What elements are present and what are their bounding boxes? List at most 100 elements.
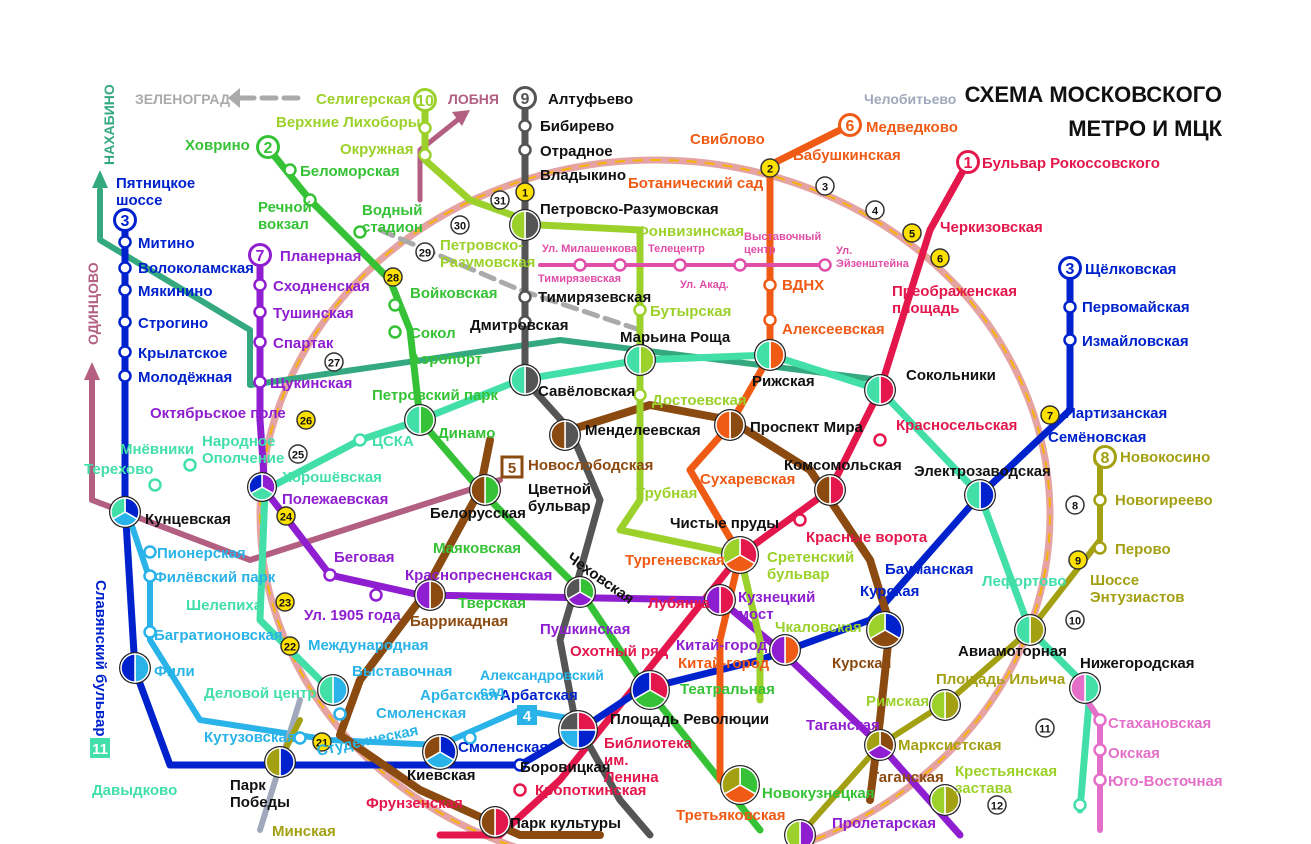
station-label-petrovsky-park: Петровский парк — [372, 387, 498, 404]
interchange-segment — [510, 365, 526, 395]
station-dot-l8 — [1093, 493, 1107, 507]
station-label-myakinino: Мякинино — [138, 283, 212, 300]
station-label-krasnoselskaya: Красносельская — [896, 417, 1017, 434]
interchange-segment — [566, 591, 594, 607]
station-label-line: Сретенский — [767, 549, 854, 566]
zelenograd-arrow — [228, 88, 240, 108]
station-dot-l3 — [118, 345, 132, 359]
mck-number-badge — [415, 242, 435, 262]
mck-number-label: 4 — [872, 206, 879, 218]
station-label-lobnya: ЛОБНЯ — [448, 91, 499, 107]
mck-number-badge — [324, 352, 344, 372]
station-label-savelovskaya: Савёловская — [538, 383, 635, 400]
station-dot-l3 — [118, 261, 132, 275]
station-label-khovrino: Ховрино — [185, 137, 250, 154]
station-label-marksistskaya: Марксистская — [898, 737, 1002, 754]
interchange-segment — [248, 473, 263, 495]
interchange-segment — [577, 711, 597, 731]
station-label-line: застава — [955, 780, 1013, 797]
interchange-segment — [111, 511, 139, 527]
line-l8 — [797, 457, 1103, 838]
mck-number-badge — [296, 410, 316, 430]
station-dot-l1 — [793, 513, 807, 527]
station-label-elektrozavodskaya: Электрозаводская — [914, 463, 1051, 480]
line-11-label: 11 — [92, 741, 108, 758]
interchange-segment — [865, 730, 881, 754]
station-dot-l4 — [143, 625, 157, 639]
station-label-babushkinskaya: Бабушкинская — [793, 147, 901, 164]
station-label-komsomolskaya: Комсомольская — [784, 457, 902, 474]
line-4-label: 4 — [523, 708, 532, 725]
interchange-segment — [799, 820, 815, 844]
interchange-segment — [332, 675, 348, 705]
station-label-novokuznetskaya: Новокузнецкая — [762, 785, 875, 802]
station-label-line: Победы — [230, 794, 290, 811]
interchange-segment — [869, 629, 901, 648]
station-dot-l4 — [333, 707, 347, 721]
interchange-segment — [979, 480, 995, 510]
station-dot-l15 — [1093, 713, 1107, 727]
station-label-spartak: Спартак — [273, 335, 334, 352]
station-label-nakhabino: НАХАБИНО — [101, 84, 117, 165]
mck-number-label: 28 — [387, 273, 399, 285]
station-label-medvedkovo: Медведково — [866, 119, 958, 136]
interchange-segment — [419, 405, 435, 435]
interchange-segment — [1015, 615, 1031, 645]
station-label-timiryazevskaya: Тимирязевская — [538, 289, 651, 306]
station-label-krasnopresnenskaya: Краснопресненская — [405, 567, 552, 584]
interchange-segment — [722, 537, 741, 565]
station-dot-l6 — [763, 278, 777, 292]
station-label-line: бульвар — [528, 498, 591, 515]
station-label-line: Преображенская — [892, 283, 1017, 300]
station-label-sokolniki: Сокольники — [906, 367, 996, 384]
station-label-vladykino: Владыкино — [540, 167, 626, 184]
station-label-tverskaya: Тверская — [458, 595, 526, 612]
station-label-dostoevskaya: Достоевская — [652, 392, 747, 409]
mck-number-badge — [1065, 495, 1085, 515]
mck-number-badge — [312, 732, 332, 752]
station-dot-l14 — [573, 258, 587, 272]
station-label-kitay-gorod-6: Китай-город — [678, 655, 770, 672]
station-dot-l3 — [513, 758, 527, 772]
station-label-smolenskaya-4: Смоленская — [376, 705, 466, 722]
station-dot-l3 — [118, 369, 132, 383]
mck-number-label: 21 — [316, 738, 328, 750]
station-label-minskaya: Минская — [272, 823, 336, 840]
station-label-line: Библиотека — [604, 735, 693, 752]
interchange-segment — [723, 784, 757, 804]
interchange-segment — [1029, 615, 1045, 645]
interchange-segment — [930, 785, 946, 815]
station-label-novoslobodskaya: Новослободская — [528, 457, 653, 474]
station-label-novokosino: Новокосино — [1120, 449, 1210, 466]
station-label-telecentr: Телецентр — [648, 243, 705, 255]
station-label-line: Петровско- — [440, 237, 523, 254]
interchange-segment — [639, 345, 655, 375]
station-dot-l4 — [293, 731, 307, 745]
station-label-partizanskaya: Партизанская — [1065, 405, 1167, 422]
line-number-label: 10 — [416, 93, 434, 110]
nakhabino-arrow — [92, 170, 108, 188]
line-number-label: 9 — [521, 91, 530, 108]
station-label-dinamo: Динамо — [438, 425, 495, 442]
interchange-segment — [480, 807, 496, 837]
station-dot-l7 — [369, 588, 383, 602]
line-l2 — [264, 144, 764, 834]
mck-number-label: 22 — [284, 642, 296, 654]
station-label-line: Народное — [202, 433, 275, 450]
station-label-filyovsky-park: Филёвский парк — [154, 569, 276, 586]
interchange-segment — [724, 554, 756, 573]
station-label-ulitsa-1905: Ул. 1905 года — [304, 607, 401, 624]
station-label-kurskaya: Курская — [832, 655, 891, 672]
interchange-segment — [715, 410, 731, 440]
line-l6 — [686, 121, 854, 784]
line-number-badge-inner — [959, 153, 977, 171]
station-label-strogino: Строгино — [138, 315, 208, 332]
interchange-segment — [470, 475, 486, 505]
interchange-segment — [423, 735, 441, 762]
station-label-taganskaya-5: Таганская — [870, 769, 944, 786]
